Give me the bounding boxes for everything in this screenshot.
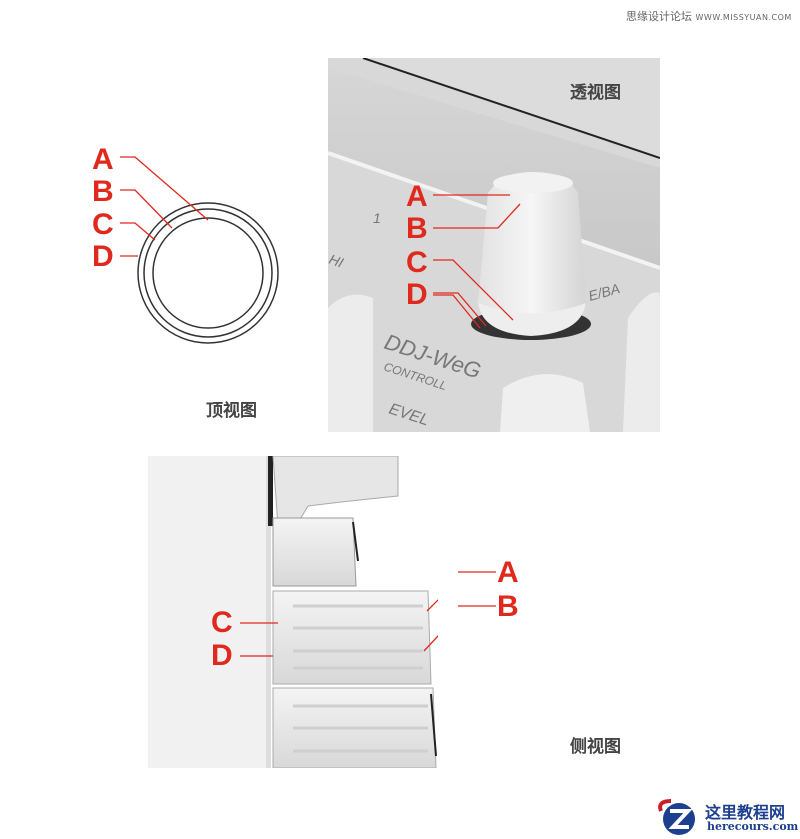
ring-a [152, 217, 264, 329]
z-logo-icon [658, 799, 695, 835]
persp-label-b: B [406, 212, 428, 245]
side-label-a: A [497, 556, 519, 589]
site-logo: 这里教程网 herecours.com [655, 797, 800, 837]
top-label-b: B [92, 175, 114, 208]
top-label-c: C [92, 208, 114, 241]
side-view-caption: 侧视图 [570, 737, 621, 757]
side-view-photo [148, 456, 438, 768]
persp-label-c: C [406, 246, 428, 279]
perspective-photo: 1 HI DDJ-WeG CONTROLL EVEL E/BA [328, 58, 660, 432]
watermark: 思缘设计论坛 WWW.MISSYUAN.COM [626, 10, 792, 23]
side-label-d: D [211, 639, 233, 672]
ring-d [137, 202, 279, 344]
top-label-a: A [92, 143, 114, 176]
svg-text:1: 1 [373, 210, 381, 226]
svg-text:HI: HI [328, 251, 346, 271]
side-leader-lines [458, 571, 496, 607]
persp-label-d: D [406, 278, 428, 311]
side-label-b: B [497, 590, 519, 623]
side-label-c: C [211, 606, 233, 639]
svg-text:E/BA: E/BA [587, 280, 622, 304]
ring-c [143, 208, 273, 338]
top-view-diagram [120, 156, 279, 344]
persp-label-a: A [406, 180, 428, 213]
top-view-caption: 顶视图 [206, 401, 257, 421]
perspective-caption: 透视图 [570, 83, 621, 103]
top-label-d: D [92, 240, 114, 273]
